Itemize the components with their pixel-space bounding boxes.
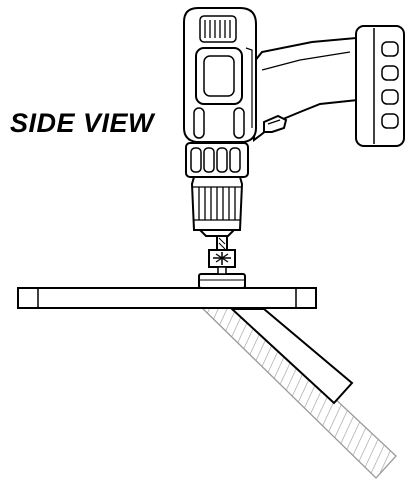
wooden-board [17, 287, 317, 309]
hatched-region [194, 301, 397, 479]
drill-bit [198, 233, 246, 289]
cordless-drill-icon [183, 7, 405, 147]
view-label-side-view: SIDE VIEW [10, 108, 155, 138]
drill-chuck [185, 142, 249, 237]
